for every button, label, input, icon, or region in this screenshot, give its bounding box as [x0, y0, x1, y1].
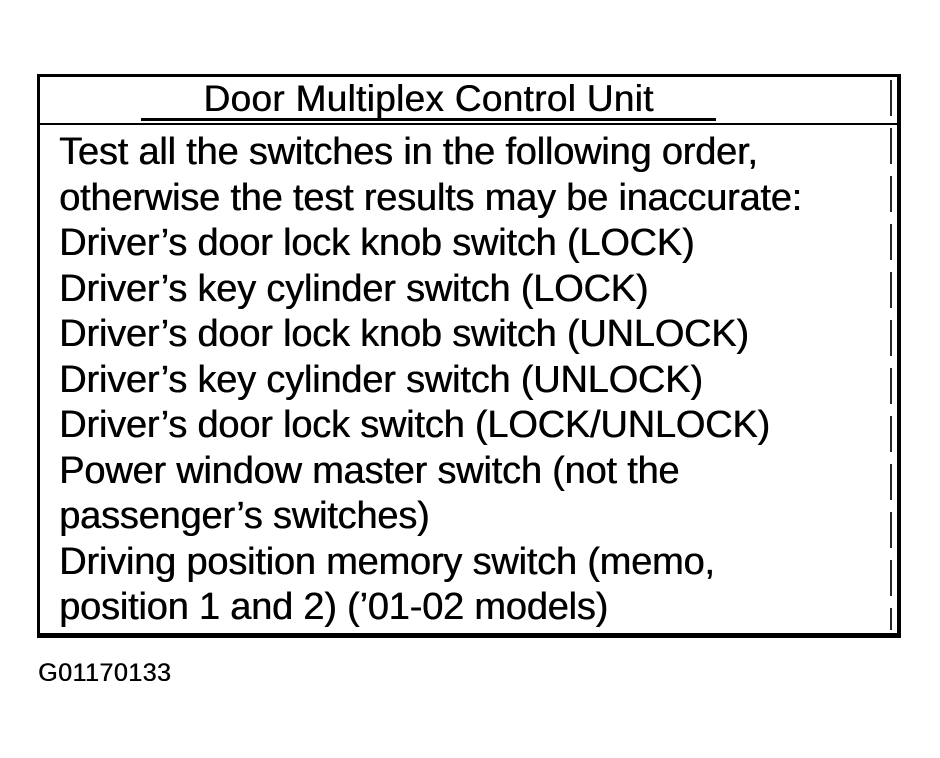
instruction-line: Power window master switch (not the	[59, 449, 680, 492]
door-multiplex-control-unit-table: Door Multiplex Control Unit Test all the…	[37, 74, 901, 638]
instruction-line: Driver’s door lock knob switch (LOCK)	[59, 222, 695, 264]
scan-artifact-line	[890, 80, 892, 630]
instruction-line: otherwise the test results may be inaccu…	[59, 176, 802, 219]
instruction-line: position 1 and 2) (’01-02 models)	[59, 586, 608, 628]
figure-id-label: G01170133	[38, 659, 172, 687]
instruction-line: Driver’s door lock knob switch (UNLOCK)	[59, 313, 749, 355]
instruction-line: passenger’s switches)	[59, 495, 430, 537]
instruction-line: Driver’s key cylinder switch (UNLOCK)	[59, 358, 703, 401]
instruction-line: Driver’s door lock switch (LOCK/UNLOCK)	[59, 404, 770, 446]
table-header-row: Door Multiplex Control Unit	[40, 77, 897, 125]
instruction-line: Driver’s key cylinder switch (LOCK)	[59, 267, 649, 310]
table-title: Door Multiplex Control Unit	[141, 77, 716, 121]
instruction-line: Driving position memory switch (memo,	[59, 540, 715, 583]
instruction-line: Test all the switches in the following o…	[59, 131, 758, 173]
table-body: Test all the switches in the following o…	[40, 125, 897, 631]
